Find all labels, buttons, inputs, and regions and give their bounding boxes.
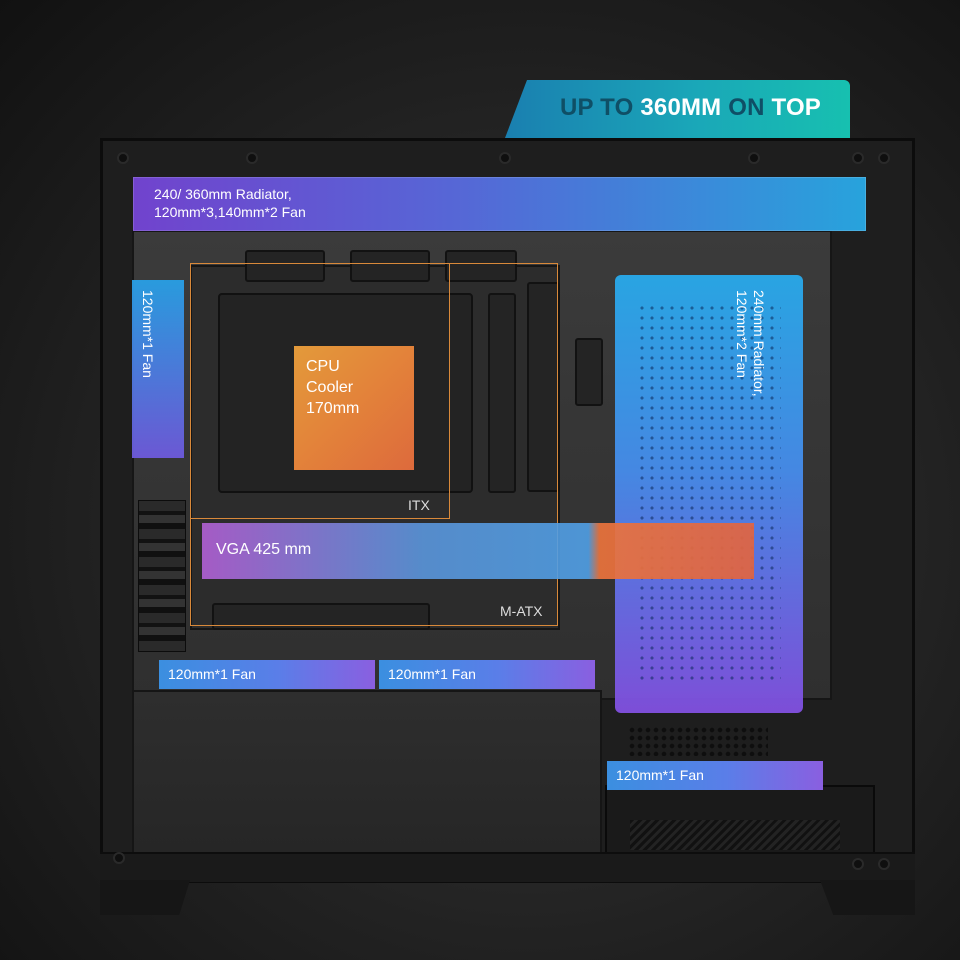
banner-text-on: ON — [721, 94, 772, 121]
cable-grommet — [350, 250, 430, 282]
cable-grommet — [445, 250, 517, 282]
matx-label: M-ATX — [500, 603, 543, 619]
bottom-fan-zone-2: 120mm*1 Fan — [379, 660, 595, 689]
rear-fan-label: 120mm*1 Fan — [140, 290, 156, 378]
cable-channel — [488, 293, 516, 493]
bottom-fan-label-1: 120mm*1 Fan — [168, 666, 256, 682]
banner-text-top: TOP — [771, 94, 822, 121]
cpu-label-line2: Cooler — [306, 379, 354, 396]
top-radiator-label-1: 240/ 360mm Radiator, — [154, 186, 292, 202]
cpu-cooler-label: CPU Cooler 170mm — [306, 356, 359, 419]
screw-icon — [878, 858, 890, 870]
side-radiator-zone — [615, 275, 803, 713]
bottom-fan-label-2: 120mm*1 Fan — [388, 666, 476, 682]
screw-icon — [878, 152, 890, 164]
cable-grommet — [245, 250, 325, 282]
vga-clearance-zone — [202, 523, 754, 579]
screw-icon — [852, 152, 864, 164]
psu-fan-zone: 120mm*1 Fan — [607, 761, 823, 790]
banner-text-size: 360MM — [640, 94, 722, 121]
itx-outline — [190, 263, 450, 519]
side-radiator-label: 240mm Radiator, 120mm*2 Fan — [733, 290, 767, 397]
vga-label: VGA 425 mm — [216, 541, 312, 558]
cable-channel — [527, 282, 560, 492]
screw-icon — [852, 858, 864, 870]
cpu-label-line3: 170mm — [306, 400, 360, 417]
psu-vent — [630, 820, 840, 850]
vent-holes — [628, 726, 768, 756]
screw-icon — [748, 152, 760, 164]
side-radiator-label-2: 120mm*2 Fan — [734, 290, 750, 378]
top-radiator-zone — [133, 177, 866, 231]
banner-heading: UP TO 360MM ON TOP — [560, 94, 821, 122]
cpu-cooler-zone — [294, 346, 414, 470]
pcie-slot-covers — [138, 500, 186, 652]
psu-fan-label: 120mm*1 Fan — [616, 767, 704, 783]
screw-icon — [113, 852, 125, 864]
psu-shroud — [132, 690, 602, 855]
screw-icon — [117, 152, 129, 164]
side-radiator-label-1: 240mm Radiator, — [751, 290, 767, 397]
bottom-fan-zone-1: 120mm*1 Fan — [159, 660, 375, 689]
case-foot-left — [100, 880, 190, 915]
screw-icon — [246, 152, 258, 164]
top-radiator-label-2: 120mm*3,140mm*2 Fan — [154, 204, 306, 220]
radiator-mesh — [637, 303, 781, 685]
cpu-label-line1: CPU — [306, 358, 340, 375]
cable-cutout — [575, 338, 603, 406]
screw-icon — [499, 152, 511, 164]
top-banner — [505, 80, 850, 138]
rear-fan-zone — [132, 280, 184, 458]
case-base — [100, 852, 915, 882]
itx-label: ITX — [408, 497, 430, 513]
banner-text-up-to: UP TO — [560, 94, 641, 121]
case-foot-right — [820, 880, 915, 915]
